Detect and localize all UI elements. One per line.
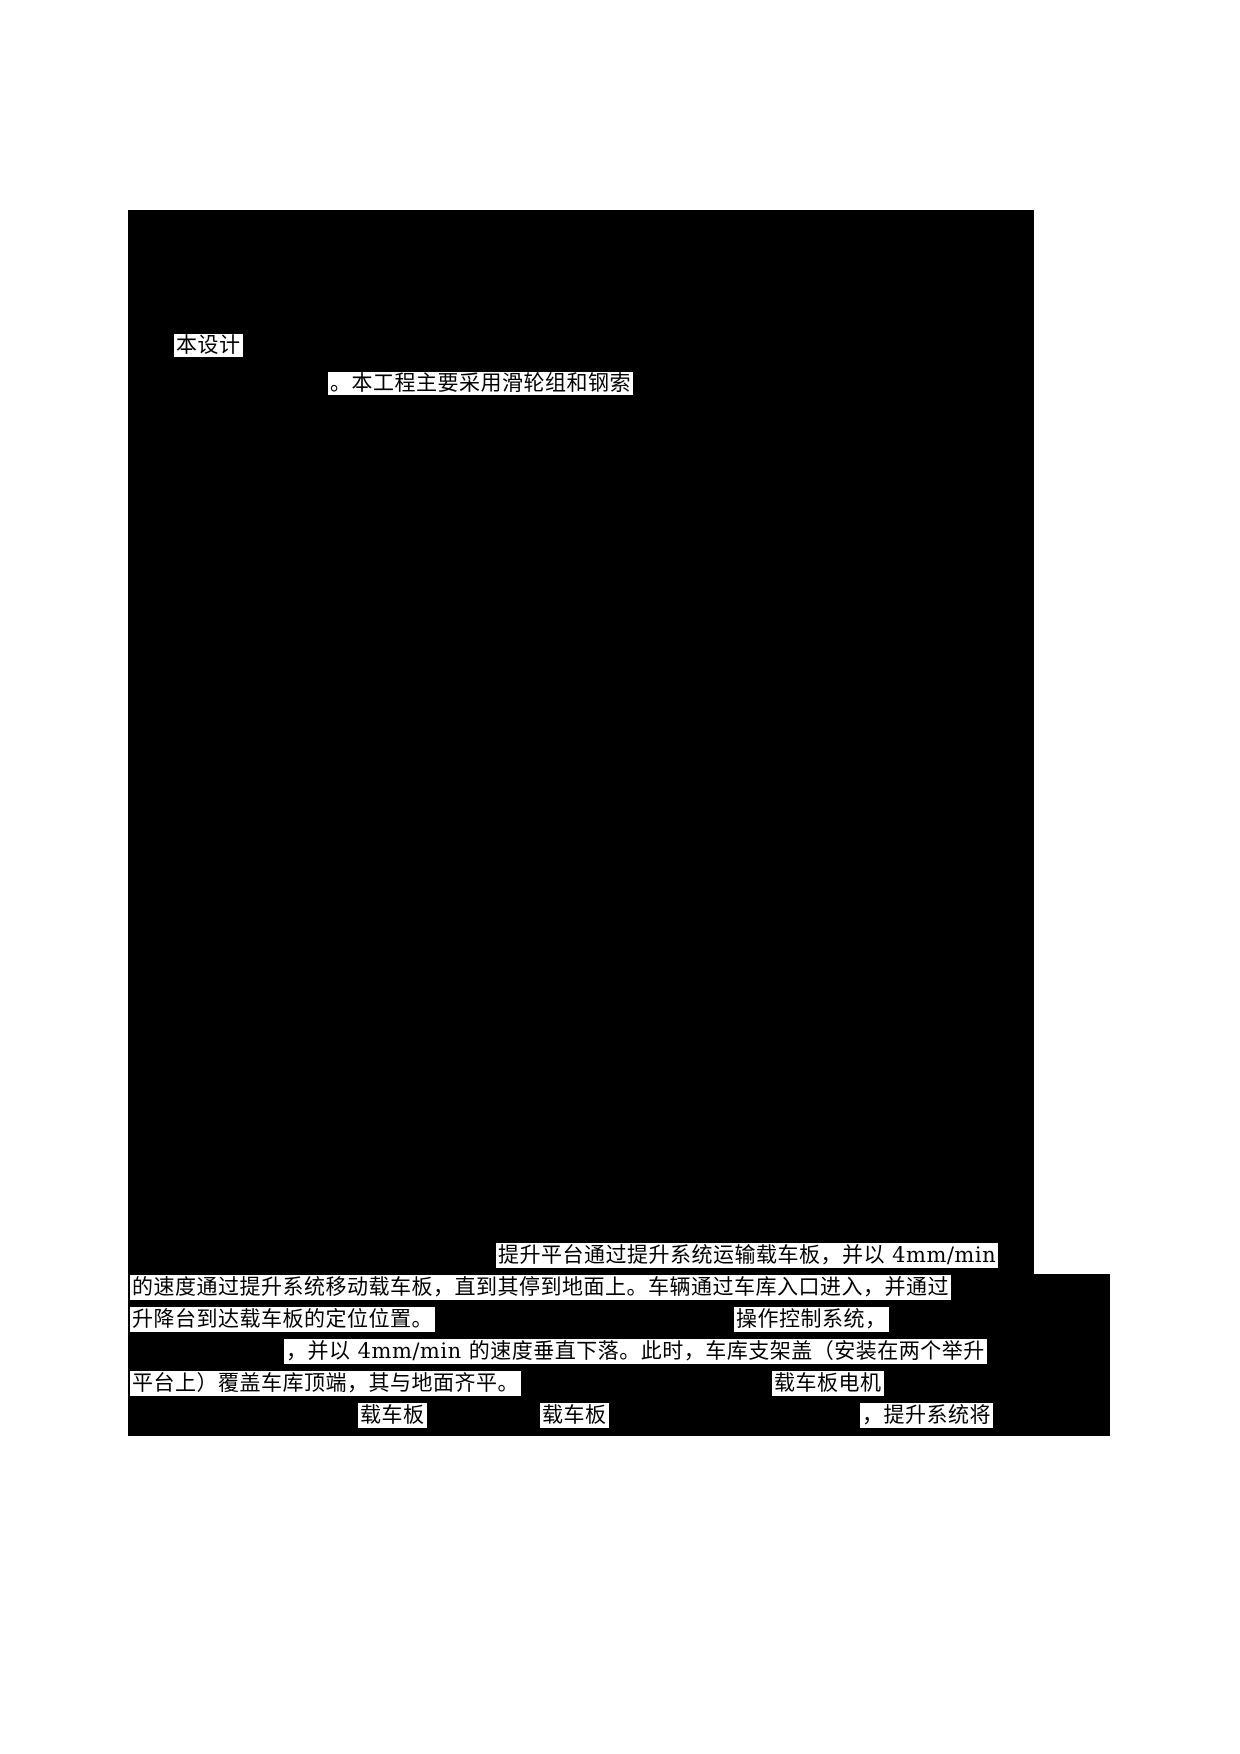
text-run-board-2: 载车板 (540, 1403, 609, 1428)
redacted-page-body (128, 210, 1034, 1415)
text-run-pulley-steel-rope: 。本工程主要采用滑轮组和钢索 (328, 371, 633, 395)
text-run-board-motor: 载车板电机 (772, 1371, 884, 1396)
text-run-speed-move: 的速度通过提升系统移动载车板，直到其停到地面上。车辆通过车库入口进入，并通过 (130, 1275, 951, 1300)
text-run-position: 升降台到达载车板的定位位置。 (130, 1307, 435, 1332)
text-run-design-intro: 本设计 (174, 333, 243, 357)
text-run-hoist-will: ，提升系统将 (860, 1403, 993, 1428)
text-run-board-1: 载车板 (358, 1403, 427, 1428)
text-run-lift-platform: 提升平台通过提升系统运输载车板，并以 4mm/min (496, 1243, 999, 1268)
text-run-cover-flush: 平台上）覆盖车库顶端，其与地面齐平。 (130, 1371, 521, 1396)
text-run-control-system: 操作控制系统， (734, 1307, 889, 1332)
text-run-descend: ，并以 4mm/min 的速度垂直下落。此时，车库支架盖（安装在两个举升 (284, 1339, 987, 1364)
